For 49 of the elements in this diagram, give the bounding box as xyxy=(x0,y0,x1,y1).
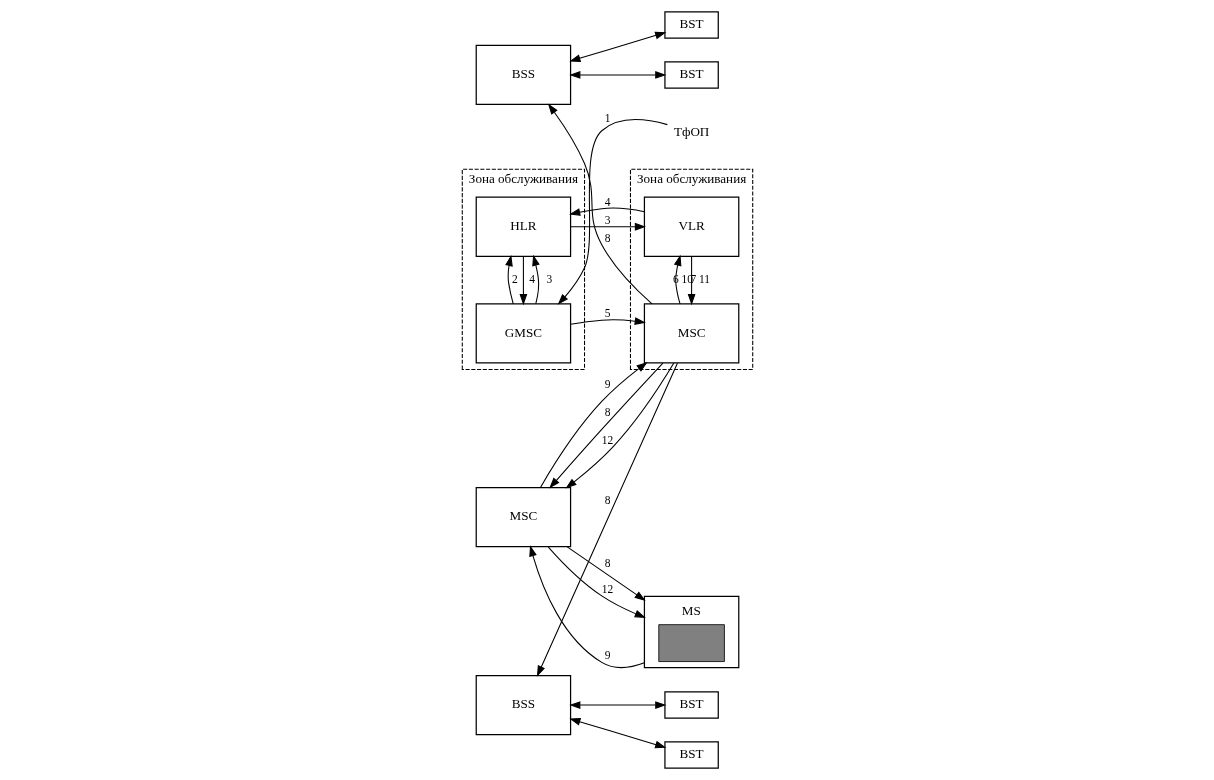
arrow xyxy=(504,254,514,305)
edge-label: 8 xyxy=(604,406,610,419)
arrow xyxy=(568,207,645,216)
node-box: BST xyxy=(663,741,719,769)
edge-label: 8 xyxy=(604,231,610,244)
node-box: BSS xyxy=(475,44,571,106)
arrow xyxy=(568,701,666,709)
node-box: BST xyxy=(663,691,719,719)
arrow xyxy=(547,546,646,618)
arrow xyxy=(673,254,681,305)
arrow xyxy=(687,255,695,306)
node-box: MS xyxy=(643,595,739,669)
node-box: BSS xyxy=(475,674,571,736)
node-box: BST xyxy=(663,11,719,39)
edge-label: 12 xyxy=(601,433,613,446)
node-box: GMSC xyxy=(475,303,571,364)
edge-label: 12 xyxy=(601,582,613,595)
edge-label: 3 xyxy=(545,273,552,286)
node-box: HLR xyxy=(475,196,571,257)
edge-label: 4 xyxy=(528,273,535,286)
edge-label: 4 xyxy=(604,195,610,208)
arrow xyxy=(565,362,674,489)
edge-label: 9 xyxy=(604,377,610,390)
node-box: MSC xyxy=(643,303,739,364)
node-text: ТфОП xyxy=(673,124,709,140)
arrow xyxy=(568,31,666,62)
arrow xyxy=(531,254,540,305)
arrow xyxy=(569,222,646,231)
arrow xyxy=(519,255,527,306)
arrow xyxy=(528,545,645,669)
arrow xyxy=(566,546,646,601)
arrow xyxy=(547,103,653,305)
arrow xyxy=(557,119,668,305)
edge-label: 8 xyxy=(604,557,610,570)
arrow xyxy=(536,362,678,677)
arrow xyxy=(569,317,646,326)
node-box: BST xyxy=(663,61,719,89)
edge-label: 8 xyxy=(604,494,610,507)
node-box: MSC xyxy=(475,487,571,548)
edge-label: 2 xyxy=(511,273,518,286)
edge-label: 1 xyxy=(604,111,610,124)
arrow xyxy=(548,362,663,489)
arrow xyxy=(568,71,666,79)
arrow xyxy=(539,362,648,488)
edge-label: 9 xyxy=(604,649,610,662)
arrow xyxy=(568,718,666,749)
edge-label: 5 xyxy=(604,307,610,320)
node-box: VLR xyxy=(643,196,739,257)
edge-label: 3 xyxy=(604,213,610,226)
